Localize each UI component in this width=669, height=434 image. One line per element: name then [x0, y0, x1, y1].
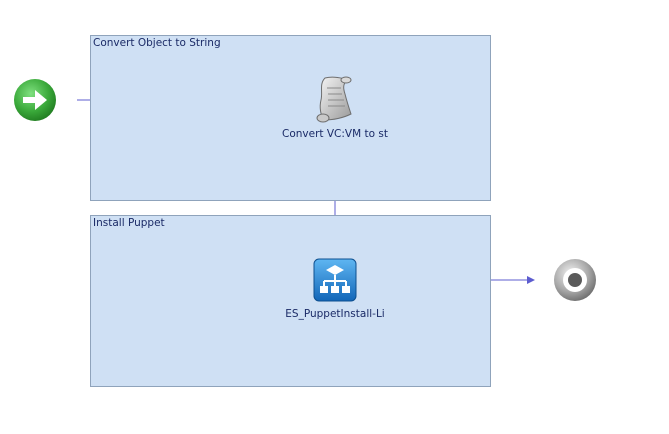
script-node-label: Convert VC:VM to st	[282, 128, 388, 140]
scroll-icon[interactable]	[313, 74, 355, 124]
group-label: Convert Object to String	[93, 37, 221, 49]
group-convert-object-to-string[interactable]: Convert Object to String	[90, 35, 491, 201]
group-install-puppet[interactable]: Install Puppet	[90, 215, 491, 387]
group-label: Install Puppet	[93, 217, 165, 229]
workflow-icon[interactable]	[313, 258, 357, 302]
start-arrow-icon[interactable]	[13, 78, 57, 122]
end-target-icon[interactable]	[553, 258, 597, 302]
workflow-node-label: ES_PuppetInstall-Li	[285, 308, 385, 320]
